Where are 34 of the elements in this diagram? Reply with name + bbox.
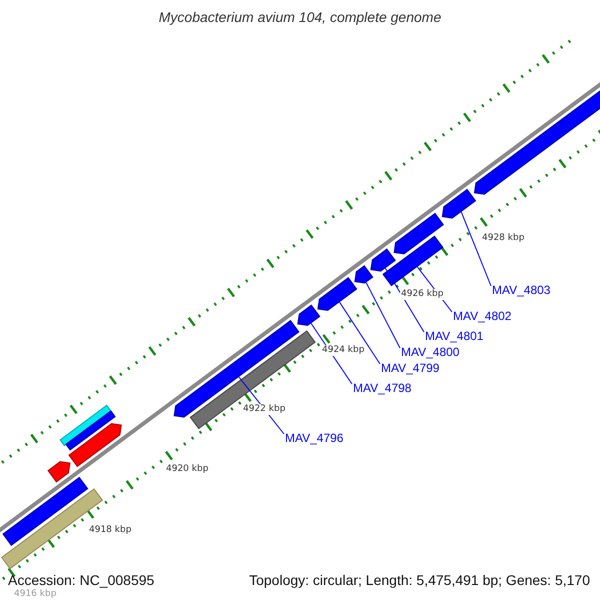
gene-label: MAV_4800 — [401, 346, 460, 358]
gene-feature — [394, 212, 444, 254]
gene-label: MAV_4799 — [381, 362, 440, 374]
leader-line — [384, 268, 424, 332]
leader-line — [460, 211, 492, 286]
scale-label: 4922 kbp — [242, 404, 286, 415]
gene-label: MAV_4798 — [353, 382, 412, 394]
gene-feature — [68, 423, 122, 468]
gene-feature — [317, 277, 358, 311]
leader-line — [339, 302, 380, 364]
gene-feature — [370, 248, 396, 272]
genome-info-text: Topology: circular; Length: 5,475,491 bp; Genes: 5,170 — [249, 573, 590, 587]
gene-feature — [354, 265, 374, 284]
gene-bar — [65, 410, 116, 451]
scale-label: 4918 kbp — [88, 525, 132, 536]
scale-label: 4920 kbp — [165, 464, 210, 475]
gene-feature — [297, 304, 320, 326]
accession-text: Accession: NC_008595 — [8, 573, 154, 587]
gene-label: MAV_4801 — [425, 330, 484, 342]
gene-feature — [47, 461, 70, 483]
title: Mycobacterium avium 104, complete genome — [158, 10, 442, 24]
leader-line — [366, 282, 400, 348]
scale-label: 4924 kbp — [321, 345, 366, 356]
gene-bar — [2, 476, 88, 546]
gene-label: MAV_4796 — [285, 432, 344, 444]
gene-label: MAV_4802 — [453, 310, 512, 322]
gene-label: MAV_4803 — [492, 284, 550, 296]
scale-label: 4916 kbp — [13, 589, 58, 600]
gene-bar — [190, 330, 316, 430]
gene-feature — [174, 320, 300, 418]
gene-bar — [382, 236, 444, 286]
scale-label: 4928 kbp — [481, 233, 526, 244]
scale-label: 4926 kbp — [400, 289, 444, 300]
gene-feature — [442, 188, 476, 219]
